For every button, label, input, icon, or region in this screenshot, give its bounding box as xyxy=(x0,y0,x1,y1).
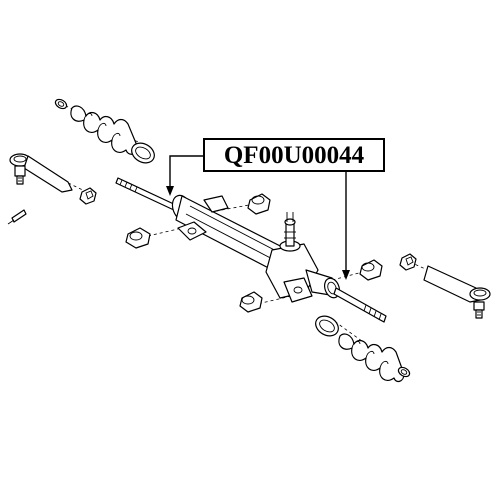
left-bellows-boot xyxy=(70,105,139,155)
right-inner-tie-rod xyxy=(333,287,387,323)
left-lock-nut xyxy=(79,187,97,205)
right-tie-rod-end xyxy=(423,265,491,319)
pinion-housing xyxy=(265,212,319,303)
left-cotter-pin xyxy=(7,209,27,225)
part-number-text: QF00U00044 xyxy=(223,141,365,169)
mount-bushing-lower-left xyxy=(239,291,263,313)
mount-bushing-left xyxy=(125,227,151,249)
callout-arrow-left xyxy=(166,155,204,196)
right-boot-clamp-large xyxy=(315,315,339,337)
left-tie-rod-end xyxy=(9,153,73,193)
mount-bushing-right xyxy=(359,259,383,281)
right-lock-nut xyxy=(399,253,417,271)
rack-housing xyxy=(171,194,293,277)
left-boot-clamp-large xyxy=(131,142,155,164)
part-number-callout: QF00U00044 xyxy=(203,138,385,172)
right-bellows-boot xyxy=(338,333,405,383)
right-boot-clamp-small xyxy=(397,366,411,378)
callout-arrow-right xyxy=(342,172,350,280)
left-inner-tie-rod xyxy=(115,177,179,212)
mount-bushing-upper-right xyxy=(247,193,271,215)
left-boot-clamp-small xyxy=(54,98,68,110)
